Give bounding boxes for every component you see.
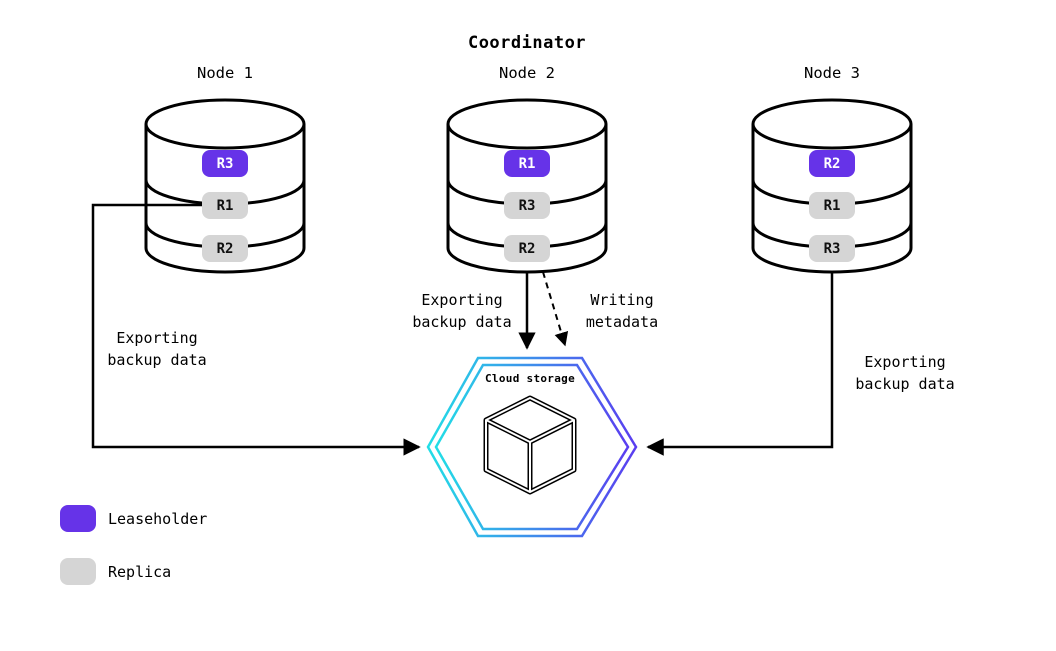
legend-leaseholder-swatch bbox=[60, 505, 96, 532]
node2-replica-badge-leaseholder: R1 bbox=[504, 150, 550, 177]
node1-replica-badge: R2 bbox=[202, 235, 248, 262]
edge-label-node1-export: Exporting backup data bbox=[107, 329, 207, 369]
node1-label: Node 1 bbox=[197, 64, 253, 82]
node3-cylinder-top bbox=[751, 98, 913, 150]
arrow-node1-to-cloud bbox=[91, 203, 421, 456]
node2-database-cylinder bbox=[446, 98, 608, 274]
node2-label: Node 2 bbox=[499, 64, 555, 82]
edge-label-node2-export: Exporting backup data bbox=[412, 291, 512, 331]
legend-leaseholder-label: Leaseholder bbox=[108, 510, 208, 528]
arrow-node2-writing-metadata bbox=[542, 271, 569, 347]
arrow-node3-to-cloud bbox=[646, 272, 834, 456]
cube-icon bbox=[483, 395, 577, 495]
node3-label: Node 3 bbox=[804, 64, 860, 82]
node2-replica-badge: R2 bbox=[504, 235, 550, 262]
node3-replica-badge: R3 bbox=[809, 235, 855, 262]
hexagon-inner-border bbox=[434, 363, 630, 531]
node2-replica-badge: R3 bbox=[504, 192, 550, 219]
cloud-storage-label: Cloud storage bbox=[485, 372, 575, 385]
node3-replica-badge-leaseholder: R2 bbox=[809, 150, 855, 177]
node1-replica-badge-leaseholder: R3 bbox=[202, 150, 248, 177]
node3-replica-badge: R1 bbox=[809, 192, 855, 219]
node1-replica-badge: R1 bbox=[202, 192, 248, 219]
edge-label-node2-writing-metadata: Writing metadata bbox=[585, 291, 659, 331]
legend-replica-label: Replica bbox=[108, 563, 172, 581]
node2-cylinder-top bbox=[446, 98, 608, 150]
edge-label-node3-export: Exporting backup data bbox=[855, 353, 955, 393]
diagram-title: Coordinator bbox=[467, 33, 587, 53]
legend-replica-swatch bbox=[60, 558, 96, 585]
node1-cylinder-top bbox=[144, 98, 306, 150]
